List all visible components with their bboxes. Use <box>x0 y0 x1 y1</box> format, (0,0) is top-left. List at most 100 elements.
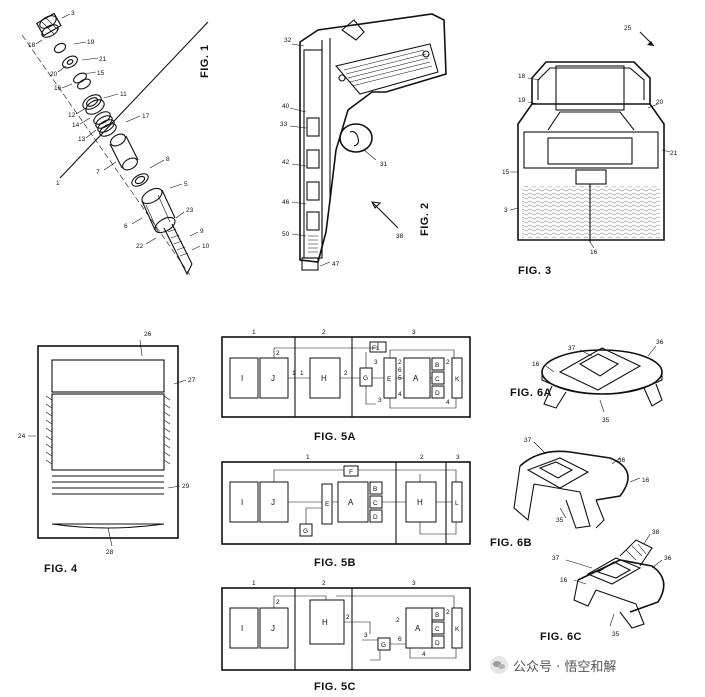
fig5a-block-c: C <box>435 376 440 383</box>
fig2-ref-38: 38 <box>396 233 404 240</box>
fig1-ref-11: 11 <box>120 91 127 98</box>
fig5a-wire-label: 2 <box>446 359 450 366</box>
wechat-icon <box>490 656 508 674</box>
fig6b-caption: FIG. 6B <box>490 537 532 549</box>
fig5a-blocks: I J H F1 G E A B C D K <box>241 345 460 397</box>
fig3-caption: FIG. 3 <box>518 265 552 277</box>
fig1-ref-19: 19 <box>87 39 95 46</box>
fig5b-blocks: I J F E A B C D H L G <box>241 469 459 535</box>
fig4-caption: FIG. 4 <box>44 563 78 575</box>
fig6b-ref-36: 36 <box>618 457 626 464</box>
fig3-ref-20: 20 <box>656 99 664 106</box>
fig4-ref-29: 29 <box>182 483 190 490</box>
fig5c-block-j: J <box>271 624 275 633</box>
fig5b-block-d: D <box>373 514 378 521</box>
fig3-ref-21: 21 <box>670 150 678 157</box>
fig5a-wire-label: 2 <box>276 350 280 357</box>
fig2-reference-numerals: 32 33 40 31 42 46 50 47 38 <box>280 37 404 268</box>
fig4-thread <box>52 469 164 495</box>
fig5c-section-3: 3 <box>412 580 416 587</box>
fig5a-wire-label: 3 <box>378 397 382 404</box>
fig6c-ref-36: 36 <box>664 555 672 562</box>
fig5a-section-3: 3 <box>412 329 416 336</box>
fig5c-wire-label: 2 <box>446 609 450 616</box>
fig5c-section-2: 2 <box>322 580 326 587</box>
fig5a-caption: FIG. 5A <box>314 431 356 443</box>
fig5a-wire-label: 2 <box>398 359 402 366</box>
fig5a-wire-label: 6 <box>398 367 402 374</box>
fig2-ref-50: 50 <box>282 231 290 238</box>
fig4-ref-26: 26 <box>144 331 152 338</box>
fig1-ref-9: 9 <box>200 228 204 235</box>
fig4-ref-28: 28 <box>106 549 114 556</box>
fig5b-block-c: C <box>373 500 378 507</box>
fig4-ref-24: 24 <box>18 433 26 440</box>
fig2-ref-46: 46 <box>282 199 290 206</box>
fig3-ref-18: 18 <box>518 73 526 80</box>
fig1-exploded-view: 3 18 19 20 21 15 16 11 12 14 13 17 7 8 1… <box>21 10 211 276</box>
fig5c-block-h: H <box>322 618 328 627</box>
fig1-ref-3: 3 <box>71 10 75 17</box>
fig5c-block-k: K <box>455 626 460 633</box>
fig5a-wire-label: 4 <box>398 391 402 398</box>
fig1-ref-1: 1 <box>56 180 60 187</box>
fig6c-ref-16: 16 <box>560 577 568 584</box>
fig5c-block-d: D <box>435 640 440 647</box>
fig5a-block-j: J <box>271 374 275 383</box>
fig5a-wire-label: 2 <box>344 370 348 377</box>
fig6a-ref-35: 35 <box>602 417 610 424</box>
fig2-ref-40: 40 <box>282 103 290 110</box>
fig5c-wire-label: 4 <box>422 651 426 658</box>
fig5b-section-3: 3 <box>456 454 460 461</box>
fig1-part-cap <box>35 12 62 38</box>
fig4-ref-27: 27 <box>188 377 196 384</box>
fig1-ref-16: 16 <box>54 85 62 92</box>
fig6c-perspective: 38 37 36 16 35 FIG. 6C <box>540 529 672 643</box>
fig1-ref-7: 7 <box>96 169 100 176</box>
fig1-reference-numerals: 3 18 19 20 21 15 16 11 12 14 13 17 7 8 1… <box>28 10 210 250</box>
fig1-ref-12: 12 <box>68 112 76 119</box>
fig3-ref-3: 3 <box>504 207 508 214</box>
fig6c-ref-35: 35 <box>612 631 620 638</box>
fig5c-block-i: I <box>241 624 243 633</box>
fig6b-reference-numerals: 37 36 16 35 <box>524 437 650 524</box>
fig1-ref-18: 18 <box>28 42 36 49</box>
fig5a-wire-label: 4 <box>446 399 450 406</box>
fig5b-block-l: L <box>455 500 459 507</box>
fig5c-block-a: A <box>415 624 421 633</box>
fig6a-ref-36: 36 <box>656 339 664 346</box>
fig5a-wire-label: 5 <box>398 375 402 382</box>
fig1-ref-10: 10 <box>202 243 210 250</box>
fig5a-wire-label: 3 <box>374 359 378 366</box>
fig1-ref-21: 21 <box>99 56 107 63</box>
fig2-magazine <box>306 117 320 253</box>
fig5c-block-g: G <box>381 642 386 649</box>
fig1-part-tube <box>109 133 139 171</box>
fig1-caption: FIG. 1 <box>199 44 211 78</box>
fig5a-wire-labels: 2 1 1 2 3 2 6 5 4 2 4 3 <box>276 350 450 406</box>
fig1-ref-17: 17 <box>142 113 150 120</box>
fig5a-block-g: G <box>363 375 368 382</box>
fig5b-block-b: B <box>373 486 377 493</box>
fig5a-block-a: A <box>413 374 419 383</box>
fig2-caption: FIG. 2 <box>419 202 431 236</box>
fig3-ref-15: 15 <box>502 169 510 176</box>
fig5a-block-b: B <box>435 362 439 369</box>
fig5b-block-h: H <box>417 498 423 507</box>
fig1-ref-22: 22 <box>136 243 144 250</box>
fig5b-block-f: F <box>349 469 353 476</box>
fig5c-wire-label: 2 <box>276 599 280 606</box>
fig1-part-nut <box>82 94 105 115</box>
fig5a-wire-label: 1 <box>292 370 296 377</box>
fig6c-caption: FIG. 6C <box>540 631 582 643</box>
fig2-ref-32: 32 <box>284 37 292 44</box>
fig4-reference-numerals: 26 27 24 29 28 <box>18 331 196 556</box>
fig5b-caption: FIG. 5B <box>314 557 356 569</box>
fig5b-section-1: 1 <box>306 454 310 461</box>
fig3-ref-19: 19 <box>518 97 526 104</box>
fig5a-block-i: I <box>241 374 243 383</box>
fig3-ref-16: 16 <box>590 249 598 256</box>
fig5c-block-b: B <box>435 612 439 619</box>
fig3-ref-25: 25 <box>624 25 632 32</box>
fig5c-wire-label: 2 <box>346 614 350 621</box>
